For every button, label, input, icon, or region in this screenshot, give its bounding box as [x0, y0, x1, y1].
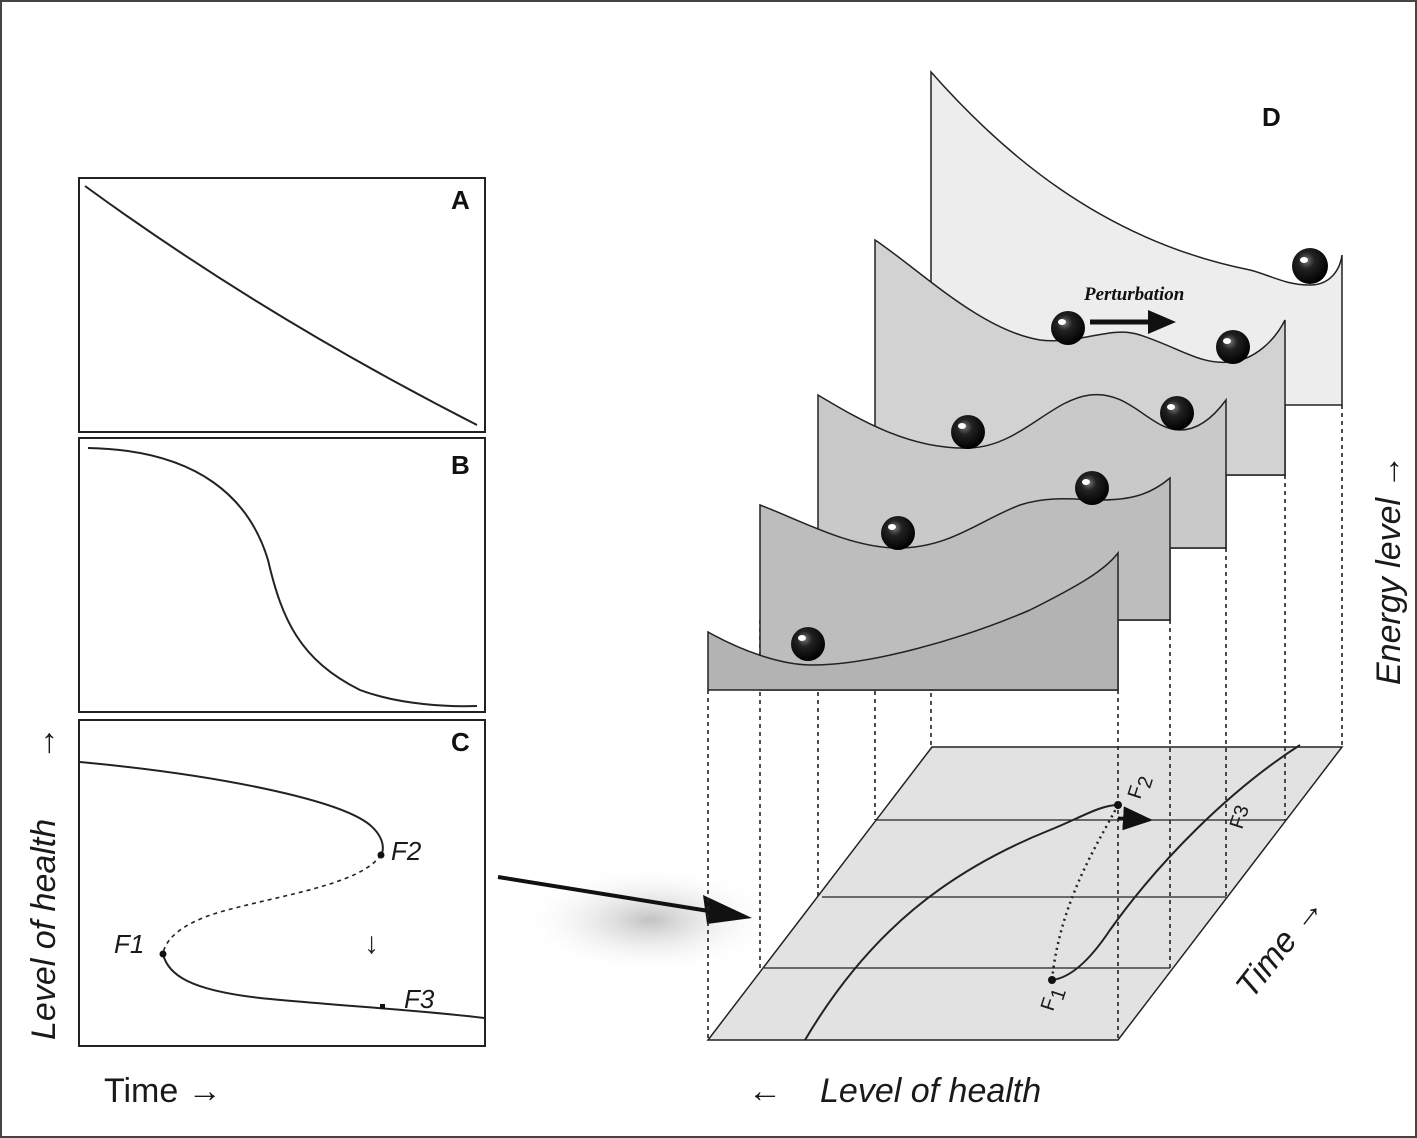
energy-slice-1 [707, 550, 1119, 691]
floor-f1-label: F 1 [1037, 986, 1071, 1014]
sphere-ball-icon [1075, 471, 1109, 505]
panel-c: F2 F1 F3 ↓ C [78, 719, 486, 1047]
perturbation-arrow-head [1148, 310, 1176, 334]
ball-slice-2-right [1075, 471, 1109, 505]
left-y-axis-arrow: → [25, 726, 63, 760]
energy-axis-label-group: Energy level → [1370, 454, 1408, 685]
sphere-ball-icon [881, 516, 915, 550]
ball-slice-4-left [1051, 311, 1085, 345]
floor-jump-arrow [1117, 806, 1153, 831]
sphere-ball-icon [951, 415, 985, 449]
left-x-axis-label: Time → [104, 1072, 222, 1110]
ball-slice-1 [791, 627, 825, 661]
panel-a-letter: A [451, 185, 470, 215]
panel-d: D F 2 F [706, 70, 1344, 1041]
sphere-ball-icon [1292, 248, 1328, 284]
ball-slice-4-right [1216, 330, 1250, 364]
sphere-ball-icon [1051, 311, 1085, 345]
panel-c-f1-point [159, 950, 167, 958]
panel-c-f3-label: F3 [404, 984, 435, 1014]
panel-c-f2-label: F2 [391, 836, 422, 866]
panel-c-f3-point [380, 1004, 385, 1009]
ball-slice-3-right [1160, 396, 1194, 430]
panel-c-f2-point [377, 851, 385, 859]
panel-c-lower-branch [162, 953, 485, 1019]
ball-slice-2-left [881, 516, 915, 550]
floor-f2-point [1114, 801, 1122, 809]
sphere-ball-icon [791, 627, 825, 661]
panel-b: B [78, 437, 486, 713]
connector-arrow-head [703, 895, 752, 924]
sphere-ball-icon [1160, 396, 1194, 430]
right-x-axis-arrow: ← [748, 1072, 782, 1110]
panel-a-frame [78, 177, 486, 433]
floor-trajectory-left [804, 804, 1119, 1041]
panel-c-letter: C [451, 727, 470, 757]
sphere-ball-icon [1216, 330, 1250, 364]
connector-arrow-shaft [497, 875, 716, 914]
right-x-axis-label: Level of health [820, 1072, 1041, 1110]
panel-a-curve [84, 185, 478, 426]
energy-axis-label: Energy level → [1370, 454, 1408, 685]
panel-c-frame [78, 719, 486, 1047]
ball-slice-3-left [951, 415, 985, 449]
floor-trajectory-right [1051, 744, 1301, 981]
floor-unstable-path [1050, 804, 1120, 981]
panel-c-down-arrow: ↓ [364, 927, 379, 960]
panel-a: A [78, 177, 486, 433]
panel-b-curve [87, 447, 478, 708]
panel-d-letter: D [1262, 102, 1281, 132]
panel-b-letter: B [451, 450, 470, 480]
panel-b-frame [78, 437, 486, 713]
panel-c-f1-label: F1 [114, 929, 144, 959]
left-y-axis-label: Level of health [25, 819, 63, 1040]
left-y-axis-label-group: Level of health → [25, 726, 63, 1040]
perturbation-label: Perturbation [1083, 284, 1184, 305]
arrow-shadow [520, 865, 780, 975]
ball-slice-5 [1292, 248, 1328, 284]
floor-f1-point [1048, 976, 1056, 984]
panel-c-unstable-branch [162, 854, 382, 955]
panel-c-upper-branch [79, 761, 384, 856]
